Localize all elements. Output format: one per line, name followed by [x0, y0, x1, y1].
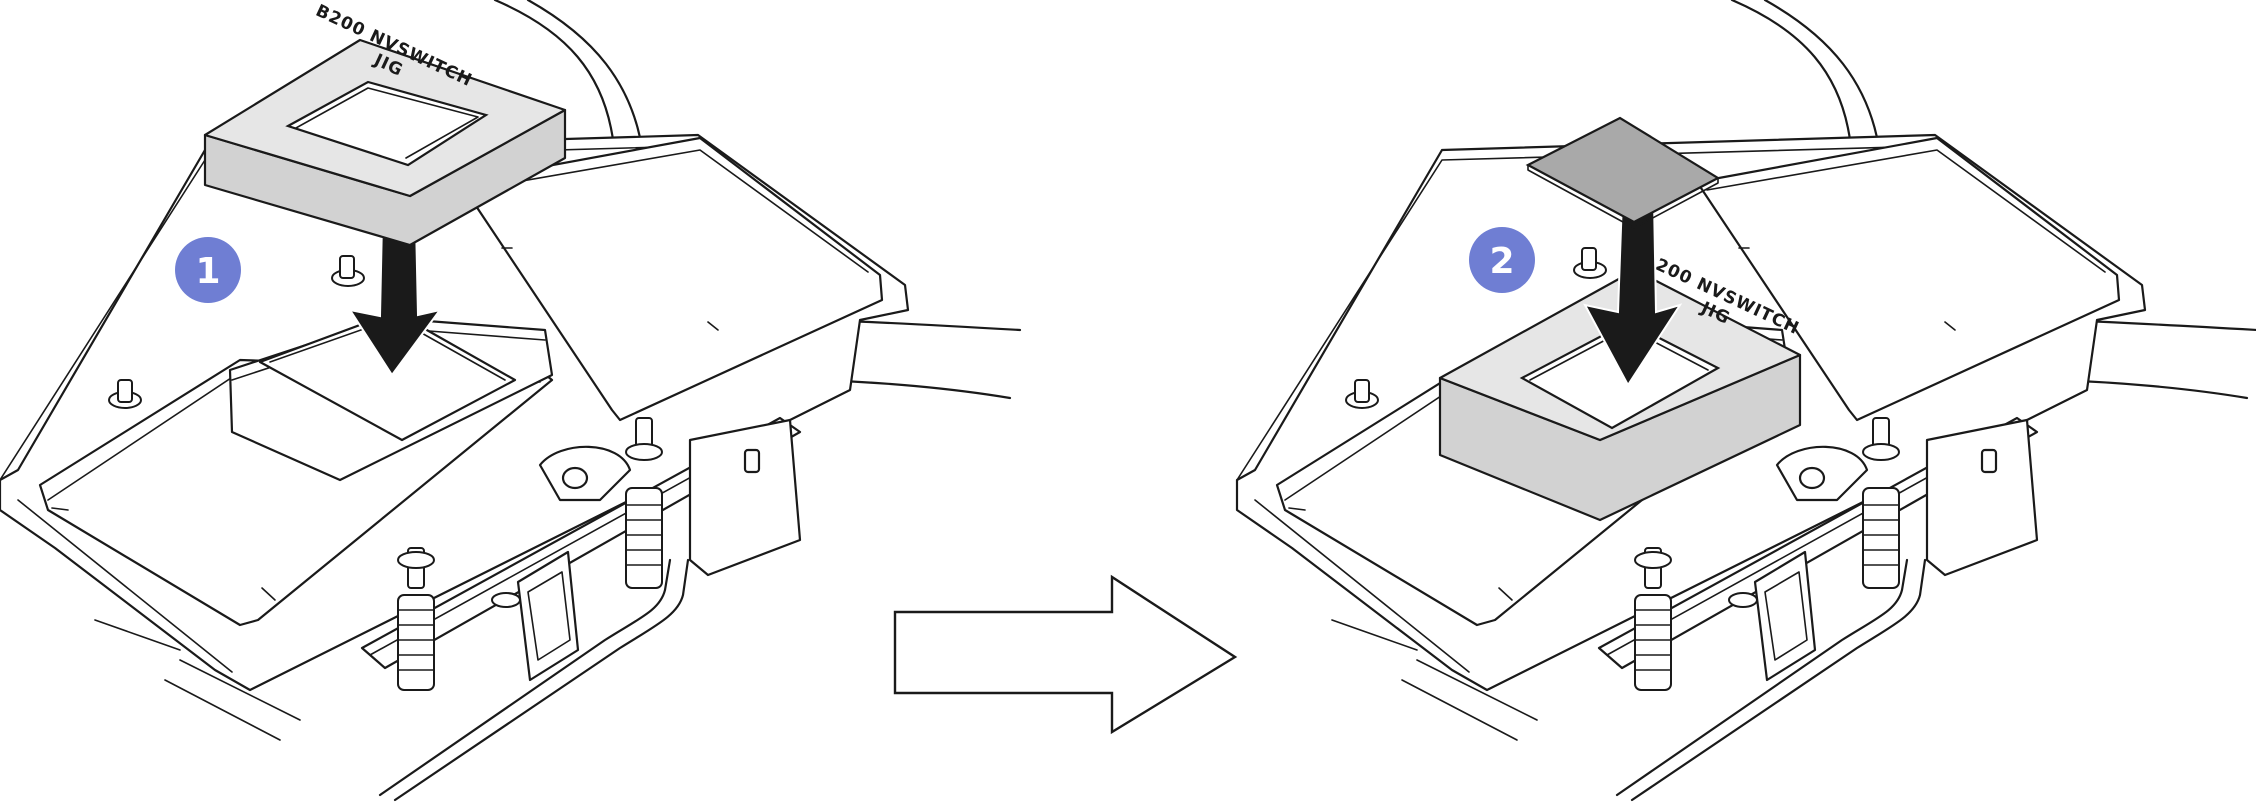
step-2-panel: B200 NVSWITCH JIG 2 [1235, 0, 2256, 802]
nvswitch-jig: B200 NVSWITCH JIG [203, 1, 567, 247]
step-badge-1: 1 [175, 237, 241, 303]
step-number: 1 [195, 251, 220, 292]
step-number: 2 [1489, 241, 1514, 282]
step-1-panel: B200 NVSWITCH JIG 1 [0, 0, 1022, 802]
step-badge-2: 2 [1469, 227, 1535, 293]
captive-screw [331, 255, 365, 287]
right-arrow-outline-icon [893, 574, 1238, 735]
captive-screw [1573, 247, 1607, 279]
putty-pad [1525, 116, 1721, 229]
down-arrow-solid-icon [1583, 199, 1683, 387]
